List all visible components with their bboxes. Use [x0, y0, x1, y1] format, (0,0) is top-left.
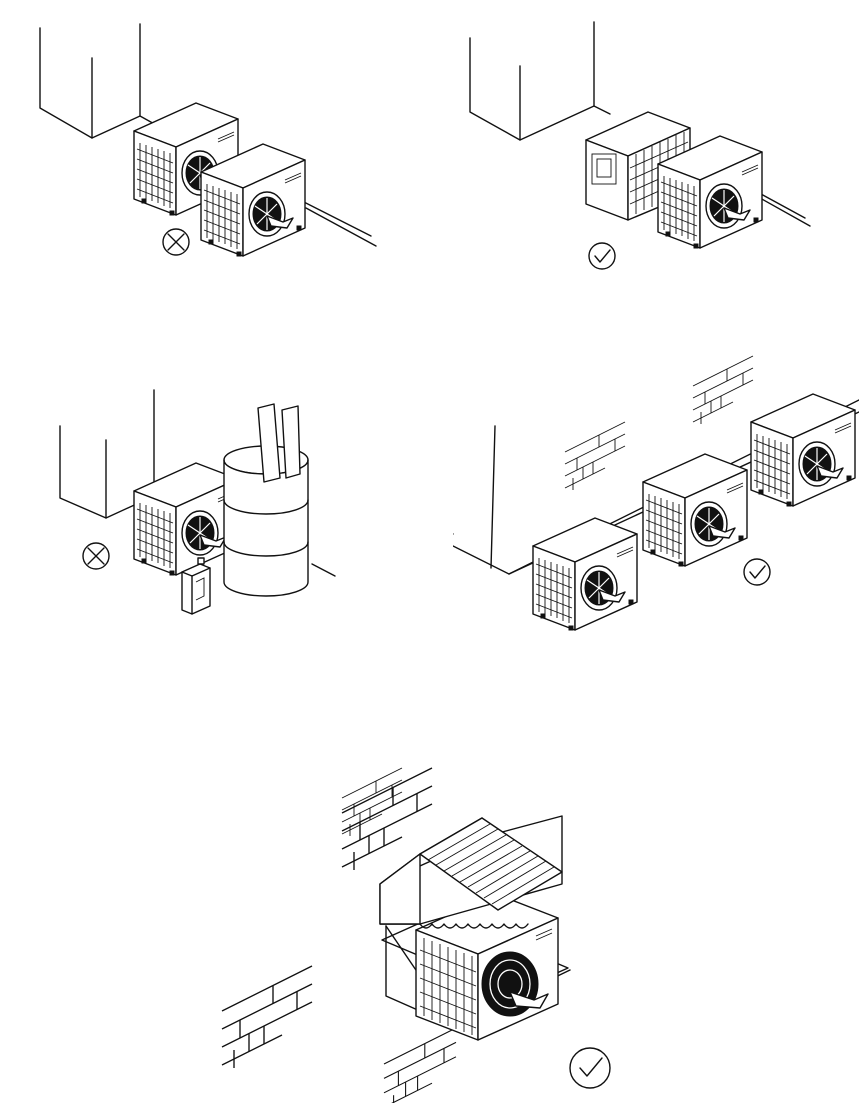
cross-in-circle-icon — [83, 543, 109, 569]
panel-unit-under-awning — [210, 758, 640, 1103]
panel-unit-behind-unit — [450, 8, 850, 286]
illustration-unit-behind-unit — [450, 8, 850, 286]
illustration-two-units-facing — [26, 8, 386, 286]
panel-unit-near-flammables — [0, 360, 355, 632]
panel-two-units-facing — [26, 8, 386, 286]
check-in-circle-icon — [589, 243, 615, 269]
illustration-unit-near-flammables — [0, 360, 355, 632]
check-in-circle-icon — [744, 559, 770, 585]
panel-units-along-wall — [453, 350, 859, 640]
check-in-circle-icon — [570, 1048, 610, 1088]
illustration-units-along-wall — [453, 350, 859, 640]
cross-in-circle-icon — [163, 229, 189, 255]
illustration-unit-under-awning — [210, 758, 640, 1103]
